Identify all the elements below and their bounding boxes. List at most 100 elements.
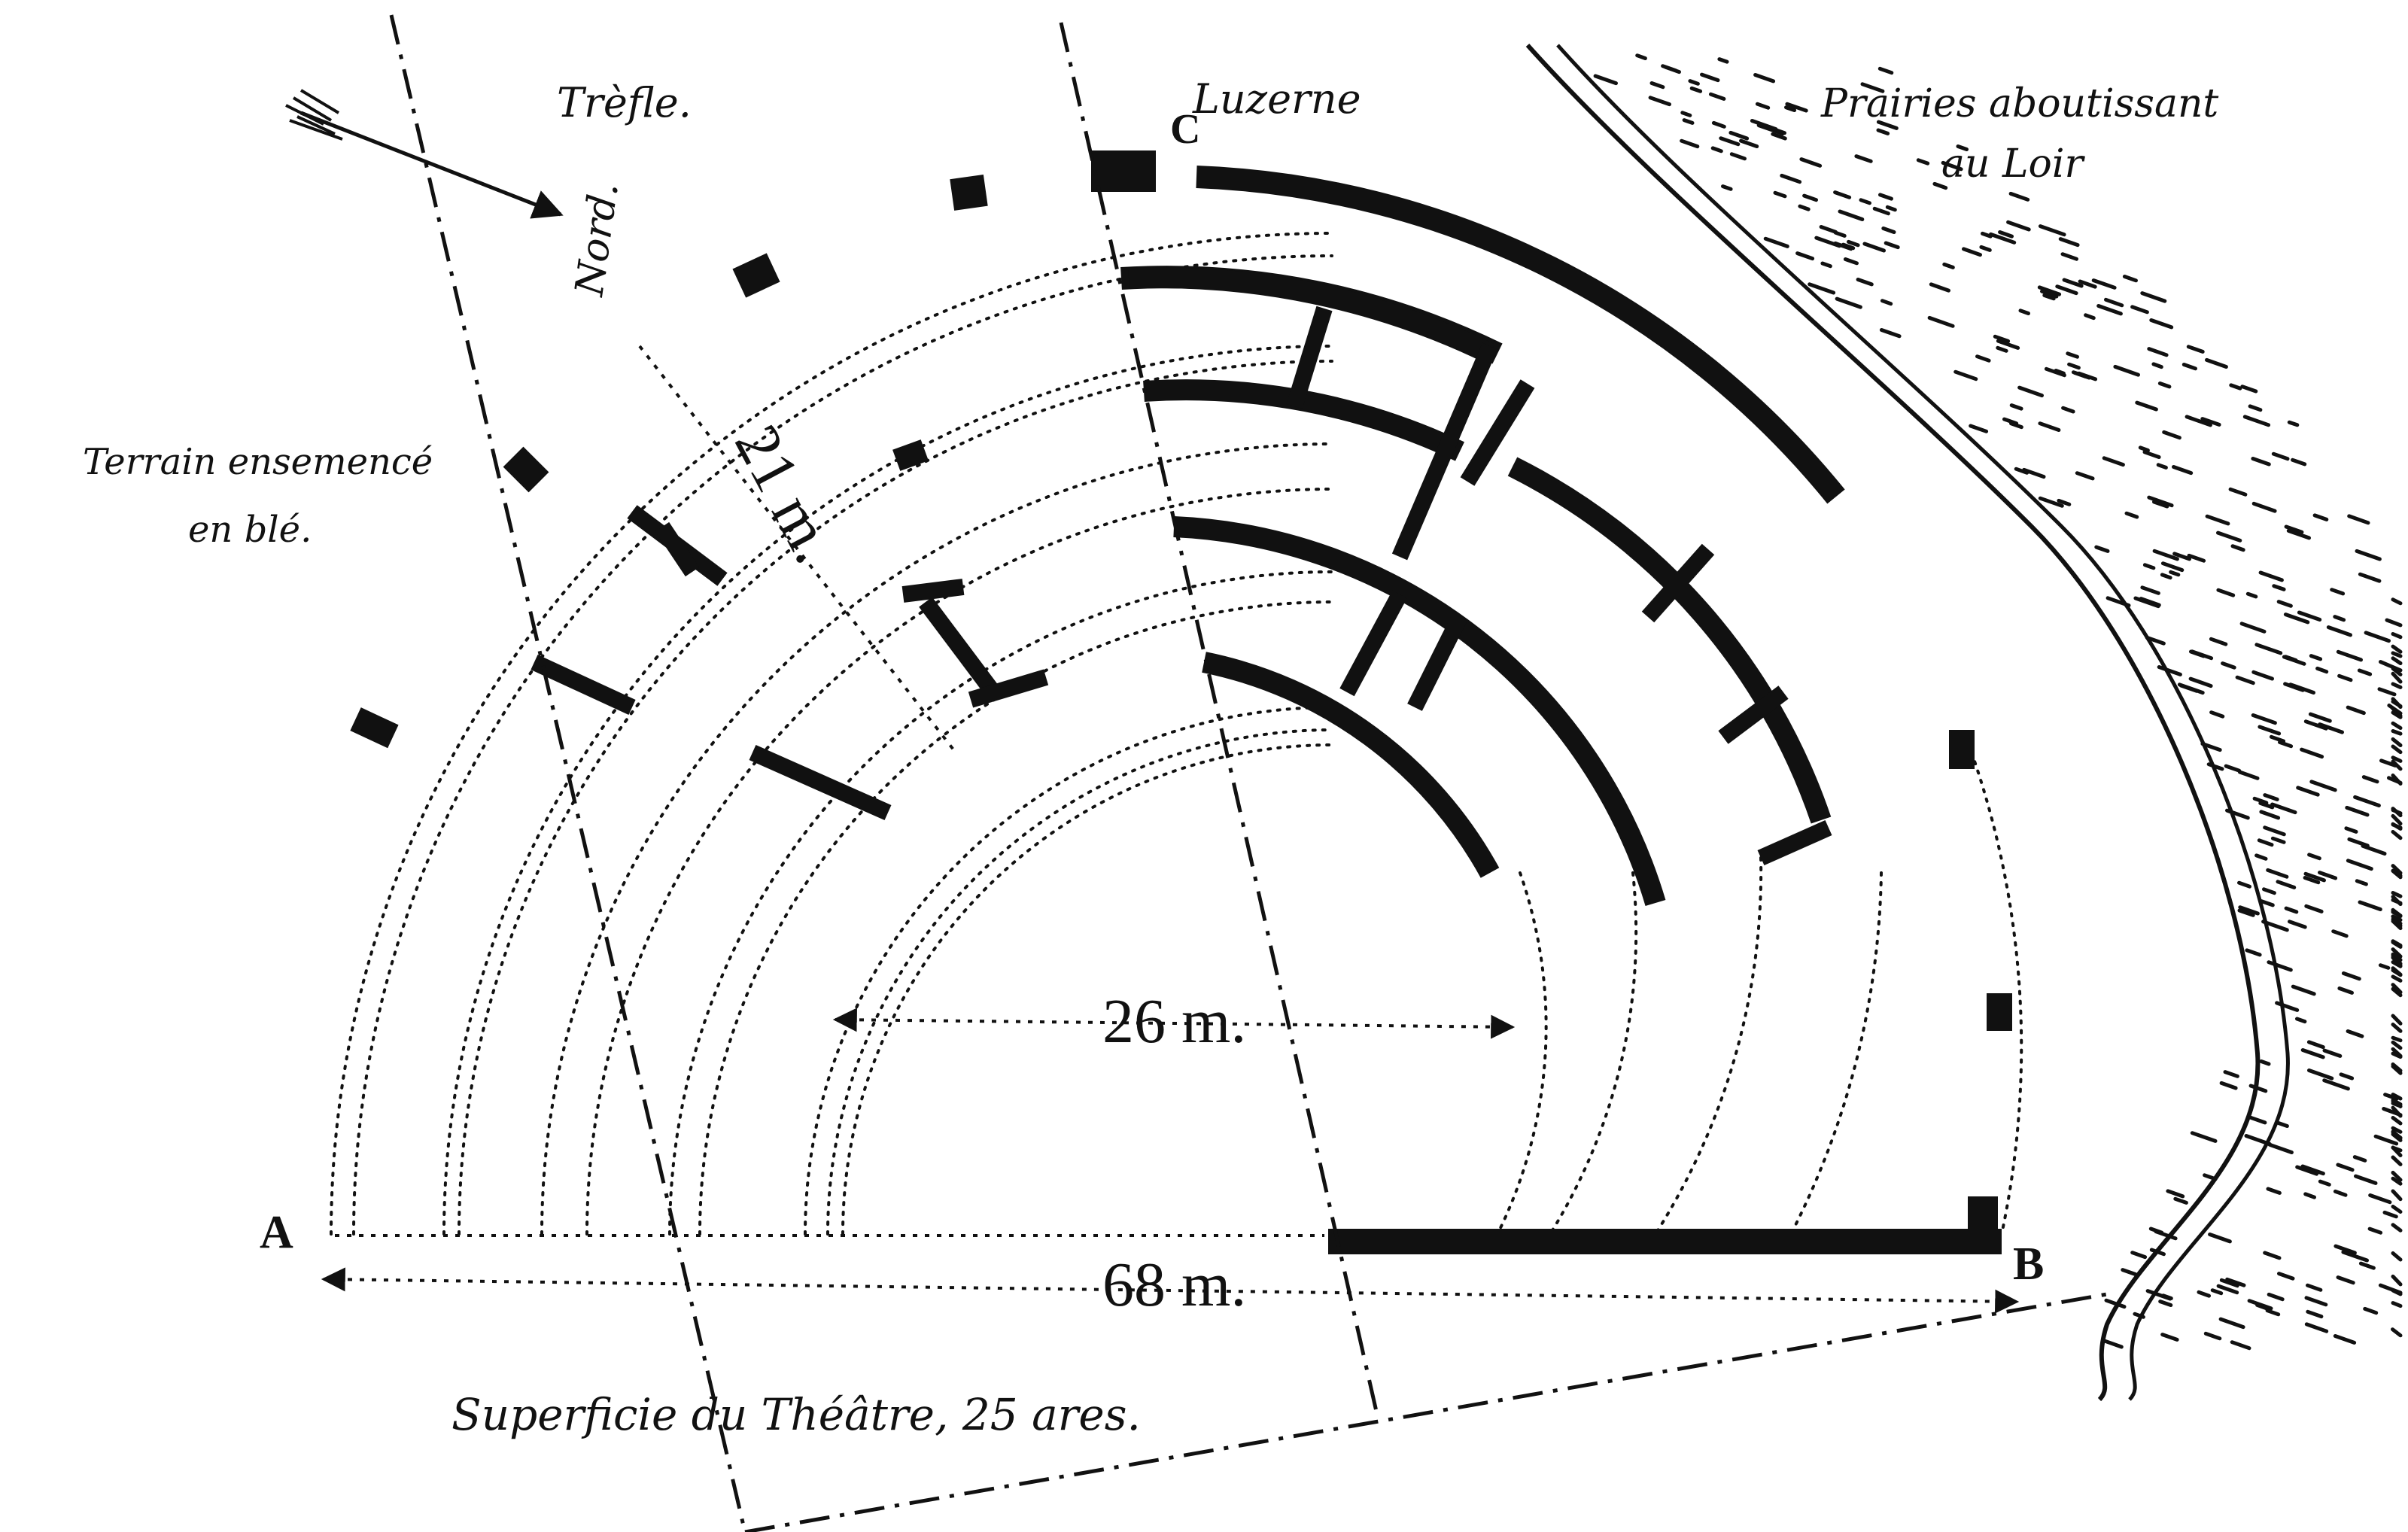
hatch-stroke [2152, 549, 2179, 561]
hatch-stroke [1721, 184, 1733, 191]
hatch-stroke [1847, 239, 1860, 248]
north-arrow-feather [285, 89, 343, 141]
hatch-stroke [2267, 960, 2293, 972]
hatch-stroke [2145, 635, 2166, 646]
hatch-stroke [2078, 279, 2097, 289]
hatch-stroke [2308, 712, 2332, 723]
hatch-stroke [2391, 1205, 2403, 1214]
dotted-ring-8 [698, 600, 1333, 1236]
hatch-stroke [1680, 111, 1692, 117]
hatch-stroke [2121, 1268, 2138, 1276]
label-prairies-line1: Prairies aboutissant [1820, 81, 2218, 126]
dotted-ring-5 [540, 442, 1333, 1236]
right-dotted-ring-1 [1970, 751, 2023, 1236]
radial-wall-8 [1757, 819, 1832, 866]
dimension-21: 21 m. [721, 414, 850, 574]
hatch-stroke [1753, 73, 1776, 84]
hatch-stroke [2166, 1189, 2185, 1199]
hatch-stroke [2263, 1251, 2282, 1260]
radial-wall-2 [1391, 342, 1498, 561]
dotted-ring-9 [804, 706, 1333, 1236]
label-nord: Nord. [567, 179, 628, 299]
hatch-stroke [2385, 618, 2403, 628]
hatch-stroke [2391, 755, 2403, 763]
hatch-stroke [2018, 309, 2030, 315]
hatch-stroke [1799, 157, 1823, 168]
label-terrain-line2: en blé. [188, 509, 312, 551]
hatch-stroke [1808, 282, 1836, 295]
hatch-stroke [2219, 1278, 2239, 1288]
hatch-stroke [2391, 952, 2403, 962]
hatch-stroke [2284, 906, 2299, 914]
hatch-stroke [2219, 1081, 2238, 1090]
hatch-stroke [1773, 190, 1787, 199]
hatch-stroke [2269, 734, 2286, 743]
hatch-stroke [2391, 721, 2403, 730]
hatch-stroke [2218, 1317, 2245, 1330]
hatch-stroke [2391, 868, 2403, 878]
radial-wall-3 [1460, 379, 1535, 486]
block-7 [1987, 993, 2012, 1031]
hatch-stroke [2188, 676, 2213, 688]
block-4 [350, 707, 399, 749]
hatch-stroke [2251, 457, 2271, 467]
hatch-stroke [1941, 160, 1963, 172]
hatch-stroke [1979, 245, 1992, 252]
hatch-stroke [2103, 1339, 2124, 1349]
wall-ring-5 [1202, 652, 1500, 878]
hatch-stroke [2355, 879, 2368, 886]
hatch-stroke [2142, 563, 2156, 570]
hatch-stroke [2206, 762, 2224, 771]
hatch-stroke [2245, 948, 2262, 957]
fragment-2 [531, 655, 636, 715]
hatch-stroke [1880, 299, 1893, 306]
block-3 [503, 446, 549, 493]
hatch-stroke [2346, 1029, 2364, 1038]
hatch-stroke [2238, 905, 2260, 916]
riverbank-1 [1525, 43, 2261, 1402]
hatch-stroke [2133, 1312, 2145, 1319]
hatch-stroke [2306, 1309, 2324, 1319]
hatch-stroke [2151, 362, 2163, 369]
hatch-stroke [2200, 742, 2222, 752]
hatch-stroke [2066, 351, 2079, 359]
block-top-c [1091, 150, 1156, 192]
hatch-stroke [2391, 699, 2403, 708]
hatch-stroke [2283, 612, 2310, 625]
hatch-stroke [2331, 929, 2349, 938]
hatch-stroke [2186, 345, 2205, 354]
hatch-stroke [2334, 1244, 2357, 1255]
hatch-stroke [2379, 758, 2397, 768]
hatch-stroke [2008, 191, 2030, 202]
hatch-stroke [2058, 237, 2080, 248]
hatch-stroke [2102, 456, 2125, 467]
dimension-68: 68 m. [1102, 1250, 1246, 1320]
hatch-stroke [1593, 74, 1618, 86]
wall-ring-3b [1507, 457, 1832, 824]
fragment-4 [919, 597, 1000, 698]
hatch-stroke [2391, 632, 2403, 640]
hatch-stroke [2038, 496, 2064, 508]
right-dotted-ring-2 [1789, 871, 1883, 1236]
hatch-stroke [2391, 1014, 2403, 1026]
hatch-stroke [2259, 810, 2281, 820]
hatch-stroke [2304, 1296, 2328, 1307]
hatch-stroke [2391, 947, 2403, 959]
alignment-lines [389, 14, 2108, 1532]
hatch-stroke [2230, 544, 2245, 552]
hatch-stroke [2263, 825, 2286, 837]
hatch-stroke [1729, 152, 1747, 161]
hatch-stroke [2391, 651, 2403, 658]
hatch-stroke [2296, 786, 2320, 797]
right-dotted-ring-4 [1549, 871, 1638, 1236]
hatch-stroke [1998, 230, 2014, 239]
hatch-stroke [2346, 859, 2373, 871]
hatch-stroke [2185, 415, 2212, 427]
hatch-stroke [2391, 1251, 2403, 1262]
hatch-stroke [2391, 807, 2403, 818]
hatch-stroke [2383, 1093, 2399, 1101]
hatch-stroke [1927, 315, 1955, 328]
hatch-stroke [2358, 1261, 2376, 1270]
hatch-stroke [2270, 836, 2286, 844]
hatch-stroke [1885, 205, 1897, 212]
